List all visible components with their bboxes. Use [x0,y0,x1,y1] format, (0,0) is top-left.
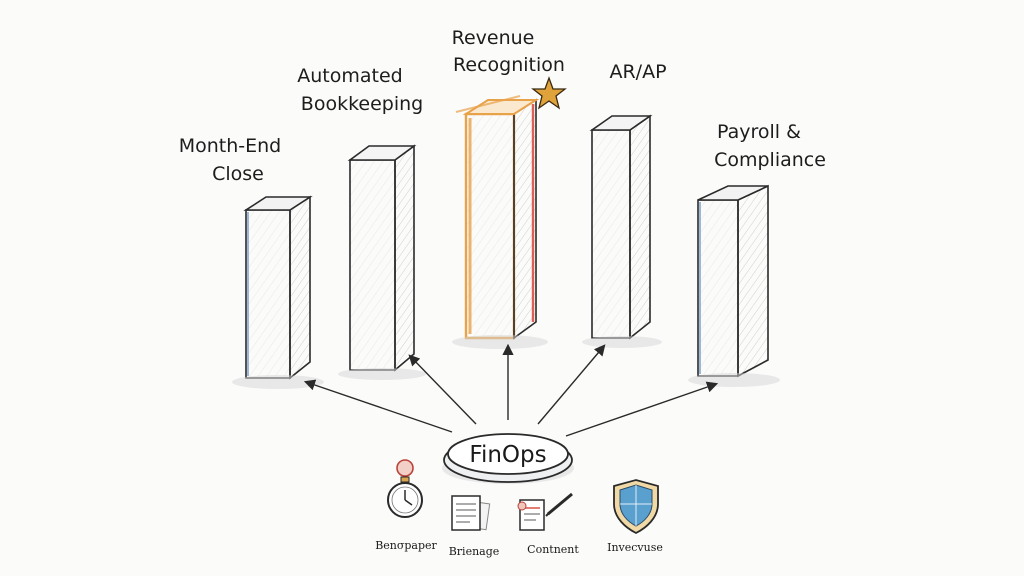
pillar-front-face [697,199,739,377]
tool-shield: Invecvuse [607,479,663,554]
tool-label: Contnent [527,543,579,556]
pillar-label-line: Revenue [452,27,535,49]
pillar-label-line: Close [212,163,264,185]
stopwatch-icon [387,459,423,518]
pillar-label: Automated Bookkeeping [297,65,423,115]
arrow-to-automated-bookkeeping [408,354,477,425]
pillar-side-face [394,144,415,372]
arrow-to-ar-ap [537,344,606,425]
pillar-label-line: Bookkeeping [301,93,423,115]
arrow-to-month-end-close [303,379,453,433]
tool-label: Invecvuse [607,541,663,554]
pillar-label: Payroll & Compliance [714,121,826,171]
tool-contract: Contnent [517,492,579,556]
pillar-month-end-close: Month-End Close [179,135,324,389]
pillar-revenue-recognition: Revenue Recognition [452,27,567,349]
pillar-top-face [589,115,653,131]
tool-label: Brienage [449,545,500,558]
hub-disc-top [447,433,569,475]
checklist-icon [451,495,491,531]
arrow-to-payroll-compliance [565,381,719,437]
pillar-label-line: Payroll & [717,121,801,143]
pillar-front-face [464,112,516,340]
pillar-front-face [349,159,396,371]
pillar-shadow [582,336,662,348]
pillar-payroll-compliance: Payroll & Compliance [688,121,826,387]
pillar-label: AR/AP [609,61,666,83]
pillar-front-face [591,129,631,339]
pillar-label-line: Recognition [453,54,565,76]
pillar-side-face [629,114,651,340]
pillar-side-face [289,195,311,380]
tool-checklist: Brienage [449,495,500,558]
pillar-top-face [243,196,313,211]
pillar-label-line: Automated [297,65,402,87]
pillar-label: Month-End Close [179,135,288,185]
pillar-top-face [462,99,540,115]
pillar-shadow [232,375,324,389]
pillar-automated-bookkeeping: Automated Bookkeeping [297,65,426,380]
tool-stopwatch: Benσpaper [375,459,438,552]
contract-pen-icon [517,492,573,531]
pillar-label-line: AR/AP [609,61,666,83]
pillar-top-face [697,185,769,201]
connector-arrows [303,343,719,437]
pillar-shadow [452,335,548,349]
shield-icon [613,479,659,535]
pillar-front-face [245,209,291,379]
pillar-top-face [347,145,417,161]
pillar-ar-ap: AR/AP [582,61,667,348]
finops-hub: FinOps [442,433,574,484]
pillar-label: Revenue Recognition [452,27,565,76]
star-icon [531,76,567,110]
pillar-sketch-stroke [455,95,521,113]
pillar-shadow [338,368,426,380]
tool-label: Benσpaper [375,539,437,552]
pillar-label-line: Compliance [714,149,826,171]
pillar-shadow [688,373,780,387]
pillar-label-line: Month-End [179,135,282,157]
pillar-side-face [737,184,769,378]
hub-label: FinOps [469,442,546,468]
